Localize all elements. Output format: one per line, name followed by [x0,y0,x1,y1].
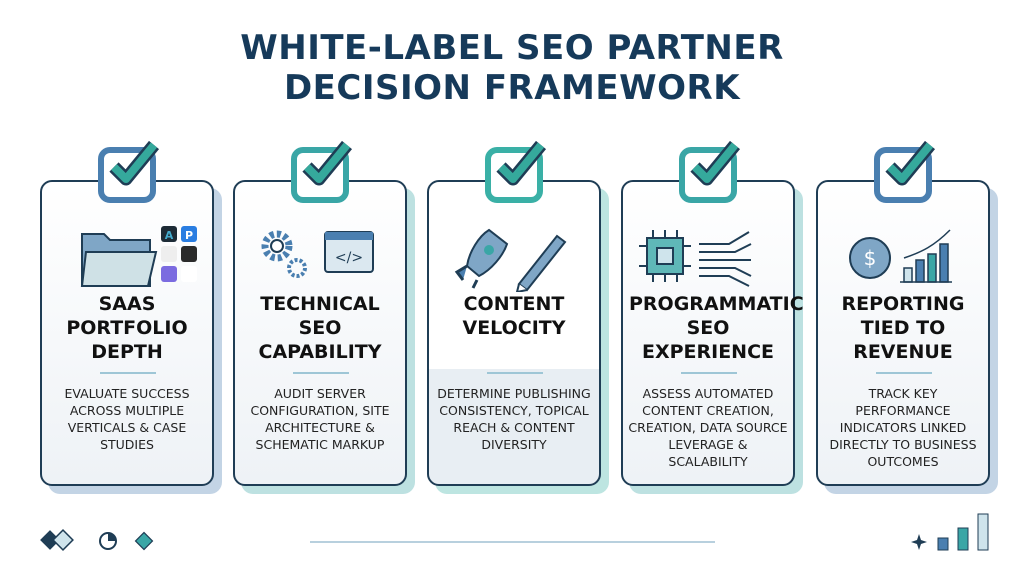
card-title: REPORTING TIED TO REVENUE [841,293,965,363]
card-divider [293,372,349,374]
footer-divider [310,541,715,543]
card-description: EVALUATE SUCCESS ACROSS MULTIPLE VERTICA… [64,386,190,452]
diamond-decoration-icon [134,531,154,551]
criterion-card: </> TECHNICAL SEO CAPABILITY AUDIT SERVER … [233,180,407,486]
diamonds-decoration-icon [40,529,74,551]
svg-text:P: P [185,229,193,242]
checkmark-icon [679,140,741,203]
checkmark-icon [485,140,547,203]
card-divider [100,372,156,374]
card-title: TECHNICAL SEO CAPABILITY [258,293,382,363]
chip-icon circuit-lines-icon [623,222,793,292]
dollar-coin-icon growth-chart-icon: $ [818,222,988,292]
card-description: AUDIT SERVER CONFIGURATION, SITE ARCHITE… [250,386,390,452]
card-description: TRACK KEY PERFORMANCE INDICATORS LINKED … [829,386,977,469]
folder-icon app-logos-icon: AP [42,222,212,292]
card-title: CONTENT VELOCITY [462,293,566,339]
pie-decoration-icon [99,532,117,550]
bars-decoration-icon [937,513,989,551]
checkmark-icon [874,140,936,203]
criterion-card: $ REPORTING TIED TO REVENUE TRACK KEY PERF… [816,180,990,486]
criterion-card: PROGRAMMATIC SEO EXPERIENCE ASSESS AUTOMA… [621,180,804,486]
rocket-icon pen-icon [429,222,599,294]
title-line-2: DECISION FRAMEWORK [283,68,741,108]
card-divider [876,372,932,374]
page-title: WHITE-LABEL SEO PARTNER DECISION FRAMEWO… [0,28,1024,108]
sparkle-icon [911,534,927,550]
card-divider [487,372,543,374]
card-title: SAAS PORTFOLIO DEPTH [66,293,188,363]
svg-text:</>: </> [335,250,363,266]
card-description: DETERMINE PUBLISHING CONSISTENCY, TOPICA… [437,386,591,452]
card-title: PROGRAMMATIC SEO EXPERIENCE [629,293,804,363]
gears-icon code-window-icon: </> [235,222,405,292]
svg-text:$: $ [864,246,877,270]
title-line-1: WHITE-LABEL SEO PARTNER [240,28,784,68]
svg-text:A: A [165,229,174,242]
card-description: ASSESS AUTOMATED CONTENT CREATION, CREAT… [628,386,788,469]
checkmark-icon [98,140,160,203]
checkmark-icon [291,140,353,203]
criterion-card: CONTENT VELOCITY DETERMINE PUBLISHING CON… [427,180,601,486]
card-divider [681,372,737,374]
